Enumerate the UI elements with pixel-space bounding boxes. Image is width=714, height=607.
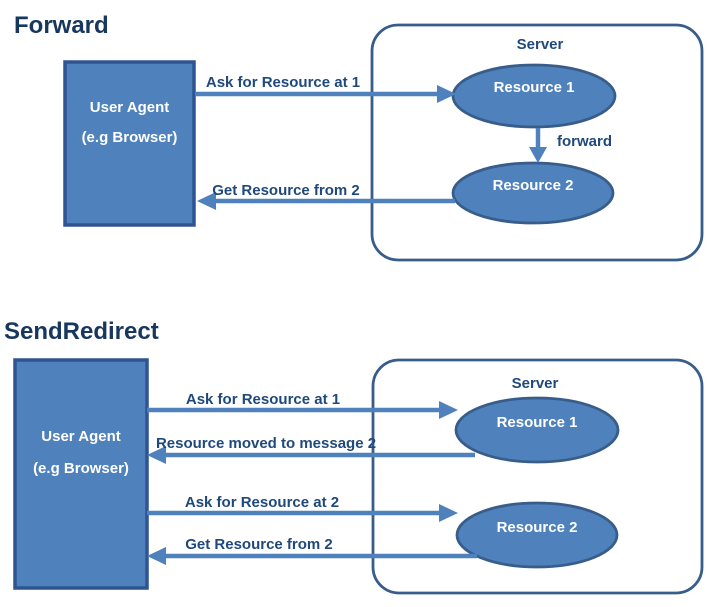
user-agent-box [63, 60, 196, 227]
forward-title: Forward [14, 12, 109, 39]
resource-1-ellipse-2 [454, 396, 620, 464]
sr-ask-resource-1-label: Ask for Resource at 1 [186, 391, 340, 408]
sr-resource-moved-label: Resource moved to message 2 [156, 435, 376, 452]
ask-resource-1-label: Ask for Resource at 1 [206, 74, 360, 91]
get-resource-2-arrowhead-icon [197, 192, 216, 210]
forward-arrow-label: forward [557, 133, 612, 150]
resource-2-label: Resource 2 [493, 177, 574, 194]
server-label: Server [517, 36, 564, 53]
resource-1-label: Resource 1 [494, 79, 575, 96]
user-agent-label-line2: (e.g Browser) [82, 129, 178, 146]
sendredirect-diagram: SendRedirect User Agent (e.g Browser) Se… [4, 318, 704, 595]
server-2-label: Server [512, 375, 559, 392]
resource-2-label-2: Resource 2 [497, 519, 578, 536]
sr-ask-resource-2-arrowhead-icon [439, 504, 458, 522]
resource-1-label-2: Resource 1 [497, 414, 578, 431]
get-resource-2-label: Get Resource from 2 [212, 182, 360, 199]
sr-get-resource-2-arrowhead-icon [147, 547, 166, 565]
sendredirect-title: SendRedirect [4, 318, 159, 345]
resource-2-ellipse [451, 161, 615, 225]
user-agent-label-line1: User Agent [90, 99, 169, 116]
ask-resource-1-arrowhead-icon [437, 85, 456, 103]
sr-ask-resource-2-label: Ask for Resource at 2 [185, 494, 339, 511]
sr-ask-resource-1-arrowhead-icon [439, 401, 458, 419]
user-agent-2-label-line2: (e.g Browser) [33, 460, 129, 477]
sr-resource-moved-arrowhead-icon [147, 446, 166, 464]
resource-2-ellipse-2 [455, 501, 619, 569]
resource-1-ellipse [451, 63, 617, 129]
server-container-2 [371, 358, 704, 595]
forward-arrowhead-icon [529, 147, 547, 163]
forward-diagram: Forward User Agent (e.g Browser) Server … [14, 12, 704, 262]
user-agent-2-label-line1: User Agent [41, 428, 120, 445]
user-agent-box-2 [13, 358, 149, 590]
sr-get-resource-2-label: Get Resource from 2 [185, 536, 333, 553]
